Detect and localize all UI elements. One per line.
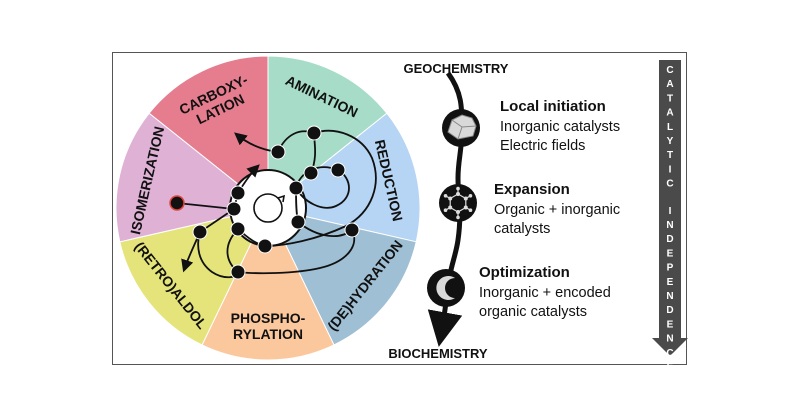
stage-expansion: Expansion Organic + inorganic catalysts: [439, 181, 620, 237]
metabolite-node: [257, 238, 273, 254]
stage-line: catalysts: [494, 221, 550, 237]
reaction-link: [176, 202, 235, 210]
reaction-wheel: AMINATIONREDUCTION(DE)HYDRATIONPHOSPHO-R…: [115, 55, 421, 361]
stage-line: Inorganic catalysts: [500, 119, 620, 135]
wedge-amination: [267, 55, 388, 210]
metabolite-node: [192, 224, 208, 240]
metabolite-node: [288, 180, 304, 196]
molecule-network-icon: [439, 184, 477, 222]
wedge-dehydration: [267, 207, 417, 346]
enzyme-icon: [427, 269, 465, 307]
stage-line: organic catalysts: [479, 304, 587, 320]
reaction-link: [264, 129, 377, 247]
metabolite-node: [344, 222, 360, 238]
inner-cycle: [253, 193, 283, 223]
metabolite-node: [270, 144, 286, 160]
stage-optimization: Optimization Inorganic + encoded organic…: [427, 264, 611, 320]
stage-local-initiation: Local initiation Inorganic catalysts Ele…: [442, 98, 620, 154]
reaction-link: [237, 229, 356, 275]
stage-title-local-initiation: Local initiation: [500, 98, 606, 115]
wedge-retroaldol: [119, 207, 269, 346]
stage-line: Electric fields: [500, 138, 585, 154]
biochemistry-label: BIOCHEMISTRY: [388, 346, 488, 361]
metabolite-node: [230, 221, 246, 237]
stage-line: Inorganic + encoded: [479, 285, 611, 301]
metabolite-node: [330, 162, 346, 178]
reaction-network: [169, 125, 377, 280]
wedge-phosphorylation: [201, 206, 335, 361]
geochemistry-label: GEOCHEMISTRY: [404, 61, 509, 76]
metabolite-node: [303, 165, 319, 181]
metabolite-node: [230, 185, 246, 201]
stage-title-optimization: Optimization: [479, 264, 570, 281]
stage-title-expansion: Expansion: [494, 181, 570, 198]
reaction-link: [295, 169, 350, 209]
enzyme-icon-shape: [436, 276, 455, 301]
metabolite-node: [230, 264, 246, 280]
wedge-label-phosphorylation: PHOSPHO-RYLATION: [231, 310, 306, 342]
metabolite-node: [226, 201, 242, 217]
evolution-pathway: GEOCHEMISTRY BIOCHEMISTRY Local initiati…: [388, 61, 620, 361]
metabolite-node: [306, 125, 322, 141]
stage-line: Organic + inorganic: [494, 202, 620, 218]
metabolite-node: [290, 214, 306, 230]
metabolite-node: [169, 195, 185, 211]
wedge-carboxylation: [148, 55, 269, 210]
